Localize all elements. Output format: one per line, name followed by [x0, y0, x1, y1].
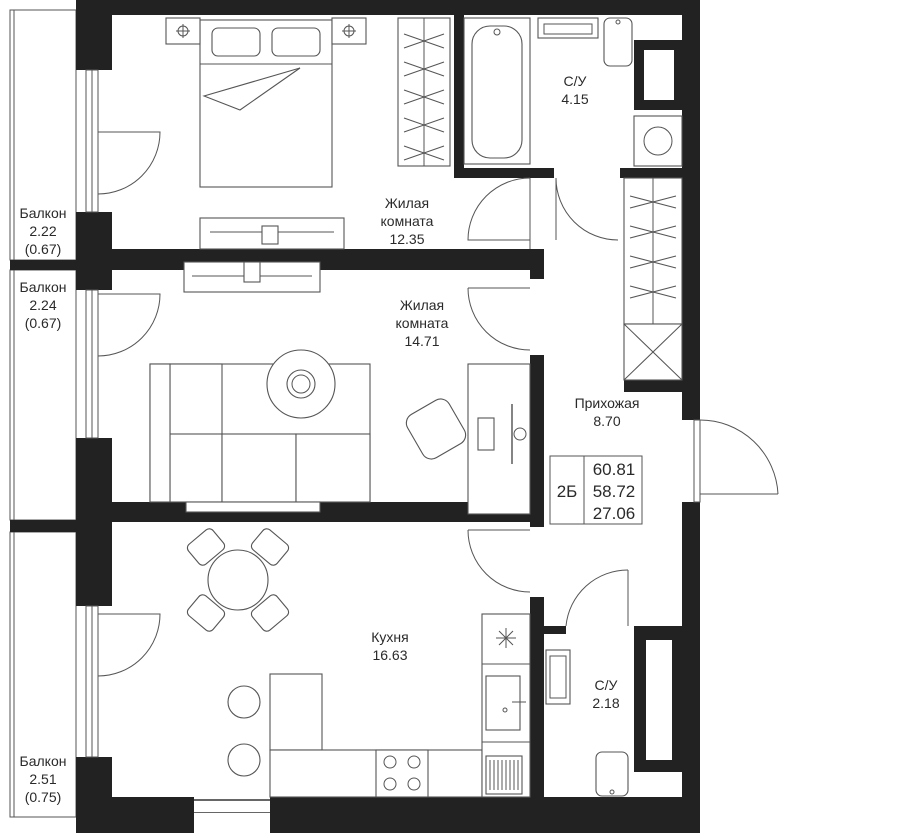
balcony-reduced-area: (0.67) — [25, 315, 62, 331]
room-area: 2.18 — [592, 695, 619, 711]
desk — [405, 363, 531, 515]
room-name: С/У — [564, 73, 587, 89]
living-tv-stand — [183, 261, 321, 293]
top-bathroom-fixtures — [537, 17, 683, 167]
bed — [165, 17, 367, 188]
hall-wardrobe — [623, 177, 683, 381]
balcony-area: 2.24 — [29, 297, 56, 313]
bedroom-wardrobe — [397, 17, 451, 167]
room-label-bathroom-top: С/У 4.15 — [561, 73, 588, 107]
balcony-reduced-area: (0.75) — [25, 789, 62, 805]
bedroom-tv-stand — [199, 217, 345, 250]
room-label-living: Жилая комната 14.71 — [396, 297, 449, 349]
walls — [10, 0, 700, 833]
balcony-area: 2.51 — [29, 771, 56, 787]
balcony-doors — [85, 69, 161, 758]
balcony-name: Балкон — [20, 279, 67, 295]
balcony-label-3: Балкон 2.51 (0.75) — [20, 753, 67, 805]
room-name: комната — [396, 315, 449, 331]
apartment-type: 2Б — [557, 482, 578, 501]
summary-box: 2Б 60.81 58.72 27.06 — [549, 455, 643, 525]
room-name: Жилая — [400, 297, 444, 313]
sofa — [149, 363, 371, 513]
balcony-outlines — [9, 9, 77, 818]
living-area: 27.06 — [593, 504, 636, 523]
balcony-name: Балкон — [20, 205, 67, 221]
kitchen-counter — [227, 613, 531, 798]
dining-table — [186, 528, 290, 632]
total-area: 60.81 — [593, 460, 636, 479]
room-label-bedroom: Жилая комната 12.35 — [381, 195, 434, 247]
room-label-kitchen: Кухня 16.63 — [371, 629, 408, 663]
room-name: Жилая — [385, 195, 429, 211]
room-area: 12.35 — [389, 231, 424, 247]
room-area: 8.70 — [593, 413, 620, 429]
balcony-area: 2.22 — [29, 223, 56, 239]
balcony-label-2: Балкон 2.24 (0.67) — [20, 279, 67, 331]
living-total-area: 58.72 — [593, 482, 636, 501]
room-name: Прихожая — [575, 395, 640, 411]
room-name: С/У — [595, 677, 618, 693]
balcony-name: Балкон — [20, 753, 67, 769]
room-name: Кухня — [371, 629, 408, 645]
interior-doors — [467, 177, 779, 627]
room-area: 16.63 — [372, 647, 407, 663]
balcony-label-1: Балкон 2.22 (0.67) — [20, 205, 67, 257]
room-label-hallway: Прихожая 8.70 — [575, 395, 640, 429]
room-area: 14.71 — [404, 333, 439, 349]
balcony-reduced-area: (0.67) — [25, 241, 62, 257]
room-area: 4.15 — [561, 91, 588, 107]
bathtub — [463, 17, 531, 165]
room-name: комната — [381, 213, 434, 229]
room-label-bathroom-bottom: С/У 2.18 — [592, 677, 619, 711]
bottom-bathroom-fixtures — [545, 649, 629, 797]
rug — [266, 349, 336, 419]
